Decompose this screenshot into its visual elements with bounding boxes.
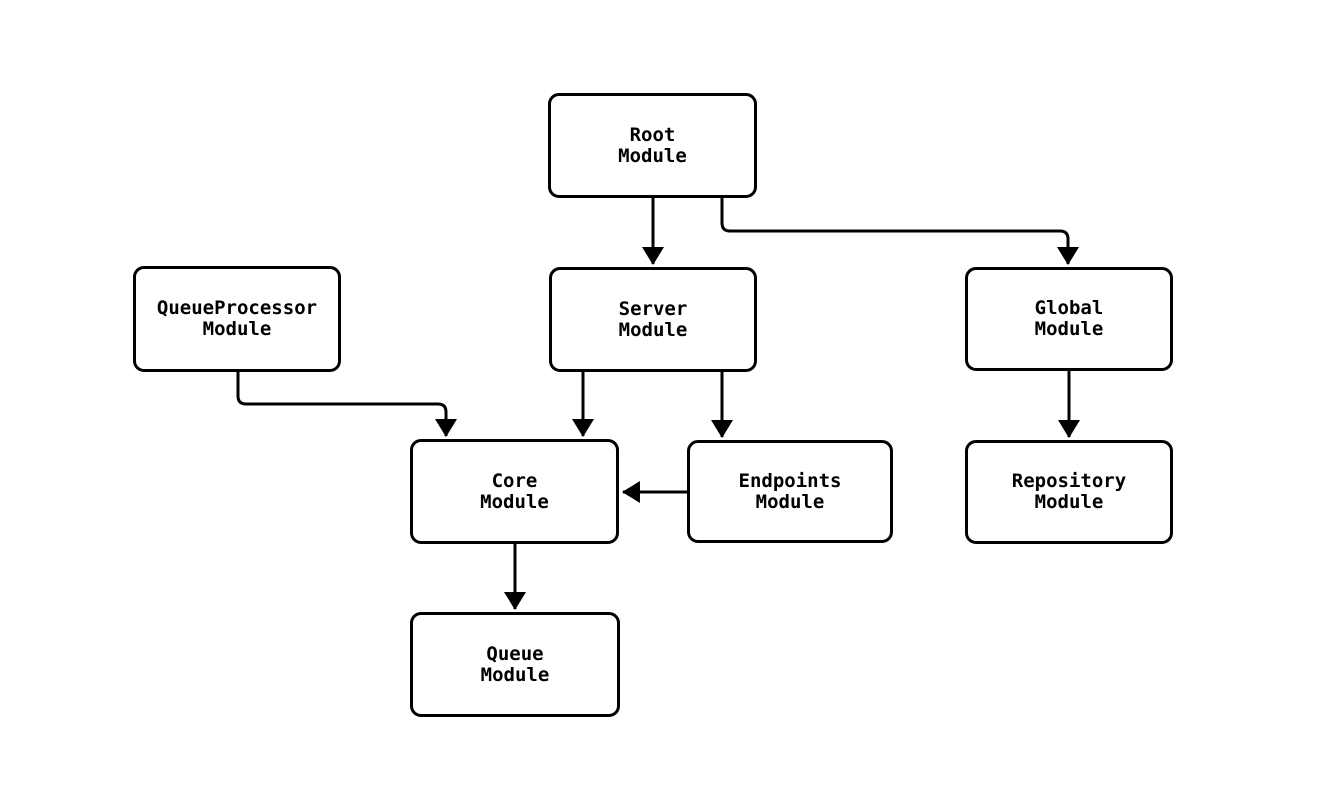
node-queue-module: Queue Module bbox=[410, 612, 620, 717]
node-global-module-label: Global Module bbox=[1034, 297, 1104, 340]
node-queue-module-label: Queue Module bbox=[480, 642, 550, 686]
node-endpoints-module-label: Endpoints Module bbox=[738, 469, 842, 513]
edge-root-to-global bbox=[720, 198, 1079, 265]
node-root-module: Root Module bbox=[548, 93, 757, 198]
node-global-module: Global Module bbox=[965, 267, 1173, 371]
node-repository-module: Repository Module bbox=[965, 440, 1173, 544]
node-core-module: Core Module bbox=[410, 439, 619, 544]
node-repository-module-label: Repository Module bbox=[1011, 470, 1127, 513]
edge-queueprocessor-to-core bbox=[236, 372, 457, 437]
node-queueprocessor-module-label: QueueProcessor Module bbox=[156, 297, 318, 340]
node-endpoints-module: Endpoints Module bbox=[687, 440, 893, 543]
node-server-module: Server Module bbox=[549, 267, 757, 372]
node-server-module-label: Server Module bbox=[618, 297, 688, 341]
node-queueprocessor-module: QueueProcessor Module bbox=[133, 266, 341, 372]
node-root-module-label: Root Module bbox=[618, 123, 687, 167]
node-core-module-label: Core Module bbox=[480, 469, 549, 513]
